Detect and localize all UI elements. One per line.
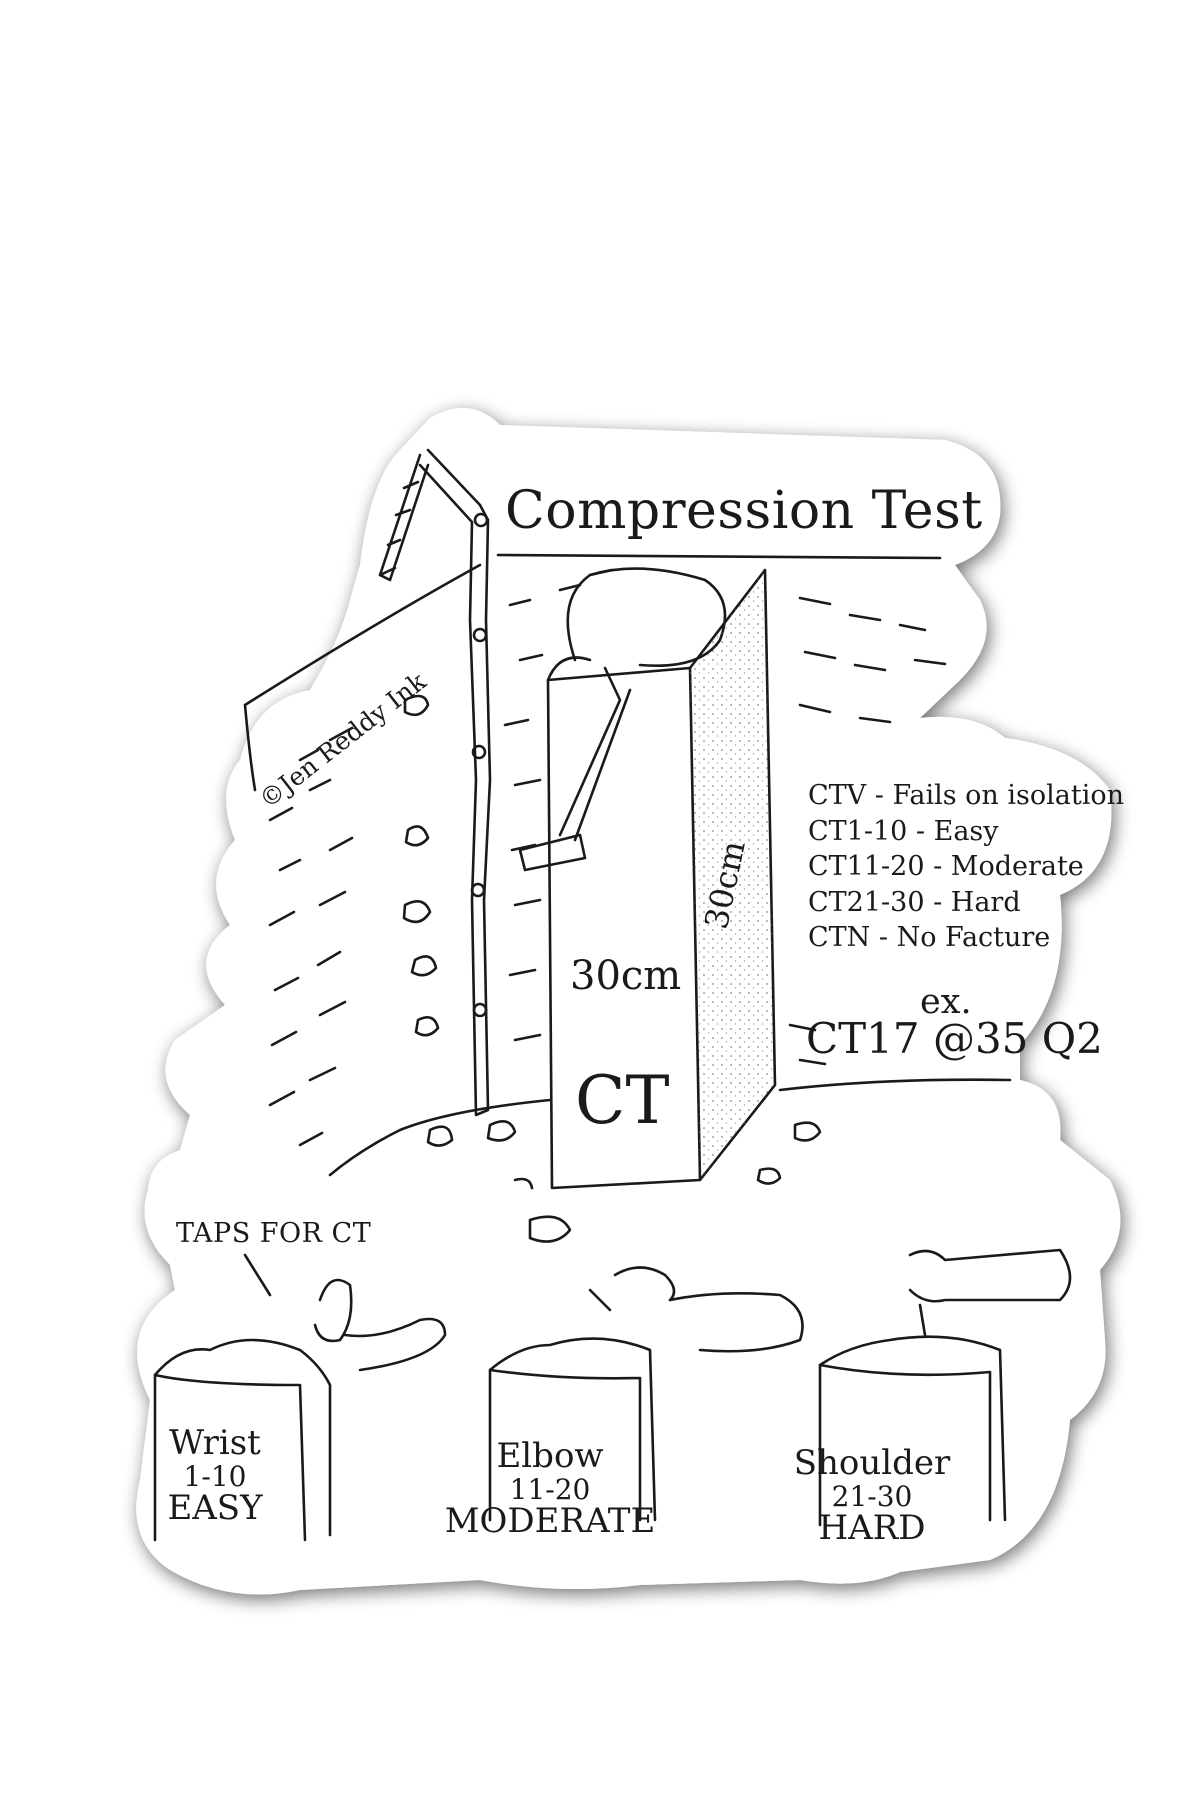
block-label: CT — [575, 1062, 670, 1139]
diagram-title: Compression Test — [505, 481, 983, 541]
front-dimension: 30cm — [570, 953, 682, 999]
legend-item: CTN - No Facture — [808, 922, 1051, 953]
legend-item: CTV - Fails on isolation — [808, 780, 1124, 811]
tap-wrist-label: Wrist 1-10 EASY — [155, 1423, 275, 1529]
tap-range: 11-20 — [509, 1472, 591, 1506]
legend-item: CT21-30 - Hard — [808, 886, 1021, 918]
tap-shoulder-label: Shoulder 21-30 HARD — [782, 1443, 962, 1549]
tap-level: HARD — [818, 1508, 926, 1549]
tap-name: Wrist — [169, 1423, 261, 1463]
tap-name: Shoulder — [793, 1443, 951, 1483]
tap-elbow-label: Elbow 11-20 MODERATE — [430, 1436, 670, 1542]
sticker-outline — [136, 408, 1121, 1595]
example-label: ex. — [920, 982, 972, 1022]
tap-block-elbow — [488, 1266, 804, 1522]
taps-heading: TAPS FOR CT — [176, 1218, 372, 1249]
legend-item: CT1-10 - Easy — [808, 815, 999, 847]
tap-range: 21-30 — [831, 1479, 913, 1513]
legend-item: CT11-20 - Moderate — [808, 851, 1084, 882]
tap-level: MODERATE — [444, 1501, 656, 1542]
tap-block-wrist — [153, 1253, 447, 1542]
ct-legend: CTV - Fails on isolation CT1-10 - Easy C… — [808, 778, 1124, 956]
tap-block-shoulder — [818, 1248, 1072, 1527]
tap-range: 1-10 — [183, 1459, 247, 1493]
example-value: CT17 @35 Q2 — [806, 1014, 1103, 1063]
tap-level: EASY — [167, 1488, 263, 1529]
tap-name: Elbow — [496, 1436, 604, 1476]
